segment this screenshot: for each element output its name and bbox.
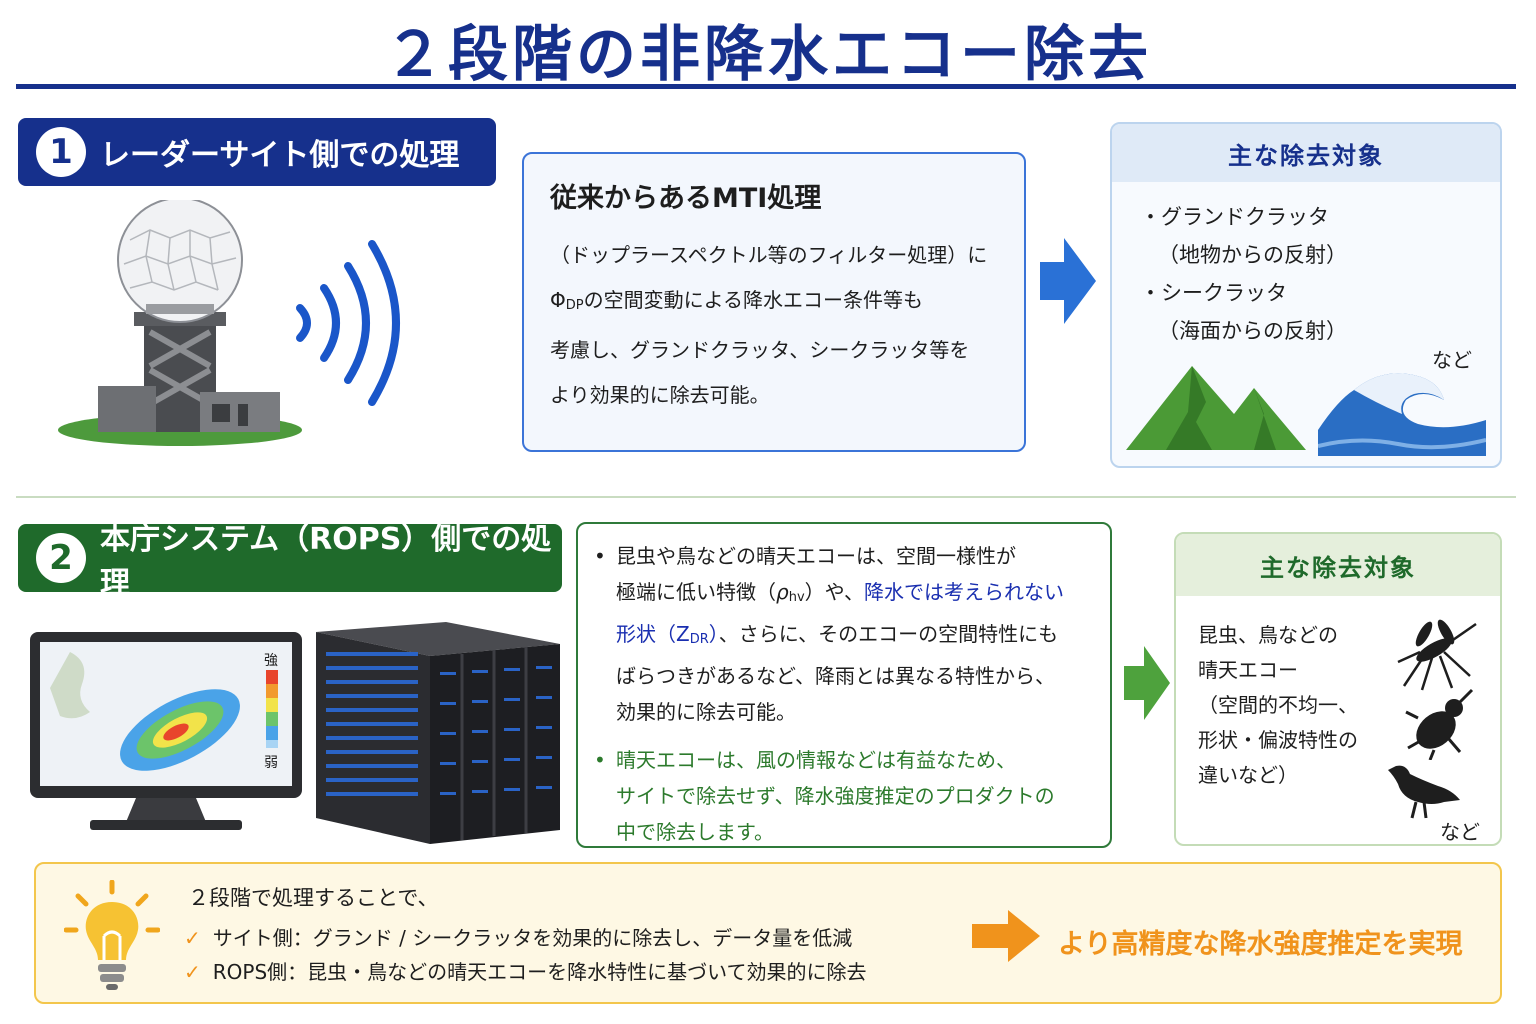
section2-number: 2	[36, 533, 86, 583]
rops-text-fragment: 極端に低い特徴（	[616, 580, 776, 604]
summary-result: より高精度な降水強度推定を実現	[1058, 929, 1463, 960]
section1-heading-label: レーダーサイト側での処理	[100, 138, 460, 173]
monitor-legend-strong: 強	[264, 653, 278, 669]
rops-highlight-text: 降水では考えられない	[864, 580, 1065, 604]
target2-line-5: 違いなど）	[1198, 763, 1298, 787]
rops-point-1-line-1: 昆虫や鳥などの晴天エコーは、空間一様性が	[616, 544, 1016, 568]
rops-processing-box: 昆虫や鳥などの晴天エコーは、空間一様性が 極端に低い特徴（ρhv）や、降水では考…	[576, 522, 1112, 848]
summary-row-site-text: サイト側：グランド / シークラッタを効果的に除去し、データ量を低減	[212, 926, 853, 950]
section1-target-panel: 主な除去対象 ・グランドクラッタ （地物からの反射） ・シークラッタ （海面から…	[1110, 122, 1502, 468]
target2-line-3: （空間的不均一、	[1198, 693, 1358, 717]
mti-line-2-text: の空間変動による降水エコー条件等も	[583, 288, 924, 312]
summary-row-site: ✓ サイト側：グランド / シークラッタを効果的に除去し、データ量を低減	[184, 922, 852, 951]
monitor-legend-weak: 弱	[264, 755, 278, 771]
rops-point-1-line-4: ばらつきがあるなど、降雨とは異なる特性から、	[616, 664, 1055, 688]
summary-panel: ２段階で処理することで、 ✓ サイト側：グランド / シークラッタを効果的に除去し…	[34, 862, 1502, 1004]
section1-target-etc: など	[1432, 348, 1472, 372]
monitor-illustration	[30, 632, 302, 830]
rops-point-1: 昆虫や鳥などの晴天エコーは、空間一様性が 極端に低い特徴（ρhv）や、降水では考…	[594, 538, 1094, 730]
title-underline	[16, 84, 1516, 89]
rops-point-2-line-1: 晴天エコーは、風の情報などは有益なため、	[616, 748, 1016, 772]
section2-heading: 2 本庁システム（ROPS）側での処理	[18, 522, 562, 601]
rops-highlight-text: 形状（Z	[616, 622, 690, 646]
rops-point-2-line-2: サイトで除去せず、降水強度推定のプロダクトの	[616, 784, 1055, 808]
section1-target-heading: 主な除去対象	[1112, 124, 1500, 182]
section1-heading: 1 レーダーサイト側での処理	[18, 118, 496, 186]
summary-row-rops-text: ROPS側：昆虫・鳥などの晴天エコーを降水特性に基づいて効果的に除去	[212, 960, 867, 984]
beetle-icon	[1405, 688, 1474, 760]
section2-target-panel: 主な除去対象 昆虫、鳥などの 晴天エコー （空間的不均一、 形状・偏波特性の 違…	[1174, 532, 1502, 846]
phi-subscript: DP	[565, 298, 584, 313]
mti-line-2: ΦDPの空間変動による降水エコー条件等も	[550, 278, 998, 328]
target2-line-1: 昆虫、鳥などの	[1198, 623, 1338, 647]
rops-text-fragment: 、さらに、そのエコーの空間特性にも	[718, 622, 1059, 646]
check-icon: ✓	[184, 960, 201, 984]
radar-tower-illustration	[58, 200, 302, 446]
target-ground-clutter: ・グランドクラッタ	[1140, 205, 1329, 229]
rho-subscript: hv	[788, 590, 805, 605]
rops-highlight-text: ）	[708, 622, 719, 646]
target2-line-4: 形状・偏波特性の	[1198, 728, 1358, 752]
section-divider	[16, 496, 1516, 498]
rops-point-2-line-3: 中で除去します。	[616, 820, 774, 844]
target-sea-clutter: ・シークラッタ	[1140, 281, 1287, 305]
rops-point-1-line-5: 効果的に除去可能。	[616, 700, 796, 724]
lightbulb-icon	[64, 880, 160, 990]
mti-line-4: より効果的に除去可能。	[550, 383, 770, 407]
section2-target-heading: 主な除去対象	[1176, 534, 1500, 596]
mti-processing-box: 従来からあるMTI処理 （ドップラースペクトル等のフィルター処理）に ΦDPの空…	[522, 152, 1026, 452]
summary-intro: ２段階で処理することで、	[188, 886, 439, 910]
bird-icon	[1388, 765, 1460, 819]
phi-symbol: Φ	[550, 288, 566, 312]
target-ground-clutter-note: （地物からの反射）	[1158, 243, 1347, 267]
zdr-subscript: DR	[689, 632, 709, 647]
radio-wave-icon	[296, 240, 400, 406]
target2-line-2: 晴天エコー	[1198, 658, 1298, 682]
rho-symbol: ρ	[776, 580, 789, 604]
mti-line-3: 考慮し、グランドクラッタ、シークラッタ等を	[550, 338, 970, 362]
section2-heading-label: 本庁システム（ROPS）側での処理	[100, 522, 552, 601]
check-icon: ✓	[184, 926, 201, 950]
rops-point-1-line-2: 極端に低い特徴（ρhv）や、降水では考えられない	[616, 574, 1094, 616]
arrow-right-icon	[1040, 238, 1096, 324]
arrow-right-icon	[1124, 646, 1170, 720]
mosquito-icon	[1397, 619, 1477, 691]
summary-row-rops: ✓ ROPS側：昆虫・鳥などの晴天エコーを降水特性に基づいて効果的に除去	[184, 956, 867, 985]
rops-text-fragment: ）や、	[804, 580, 865, 604]
rops-point-1-line-3: 形状（ZDR）、さらに、そのエコーの空間特性にも	[616, 616, 1094, 658]
section1-number: 1	[36, 127, 86, 177]
rops-point-2: 晴天エコーは、風の情報などは有益なため、 サイトで除去せず、降水強度推定のプロダ…	[594, 742, 1094, 850]
wave-icon	[1318, 373, 1486, 456]
server-rack-illustration	[316, 622, 560, 844]
target-sea-clutter-note: （海面からの反射）	[1158, 319, 1347, 343]
mountain-icon	[1126, 366, 1306, 450]
arrow-right-icon	[972, 910, 1040, 962]
mti-line-1: （ドップラースペクトル等のフィルター処理）に	[550, 243, 988, 267]
section2-target-etc: など	[1440, 820, 1480, 844]
page-title: ２段階の非降水エコー除去	[384, 20, 1152, 90]
mti-lead: 従来からあるMTI処理	[550, 183, 822, 214]
